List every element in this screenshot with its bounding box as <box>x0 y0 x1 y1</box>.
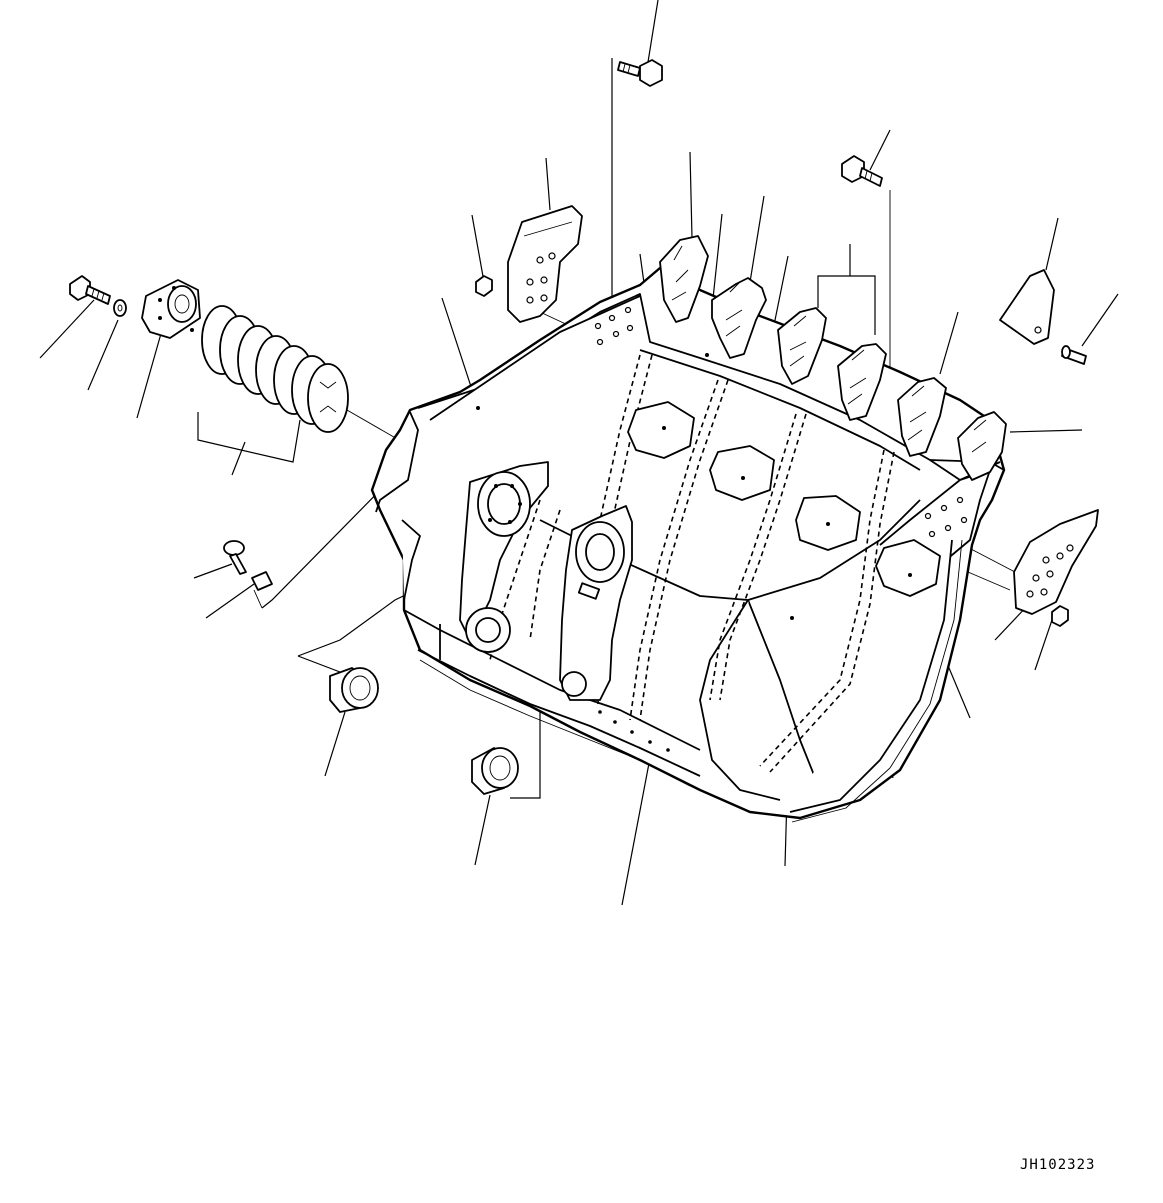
bolt-top <box>617 59 663 87</box>
shim-spacer-icon <box>201 305 349 433</box>
nut-icon <box>475 275 493 297</box>
bolt-icon <box>617 59 663 87</box>
side-cutter-right <box>1013 509 1099 615</box>
side-cutter-icon <box>507 205 583 323</box>
washer-icon <box>113 299 127 317</box>
excavator-bucket-icon <box>370 266 1006 823</box>
washer-left <box>113 299 127 317</box>
side-cutter-icon <box>1013 509 1099 615</box>
side-cutter-left <box>507 205 583 323</box>
bolt-icon <box>69 275 111 305</box>
pin-icon <box>223 540 247 575</box>
bolt-icon <box>841 155 883 187</box>
bushing-left <box>329 667 379 713</box>
bushing-icon <box>329 667 379 713</box>
bolt-top-right <box>841 155 883 187</box>
bushing-icon <box>471 747 519 795</box>
side-cutter-icon <box>999 269 1055 345</box>
bucket-tooth-icon <box>659 235 1007 481</box>
pin-icon <box>1061 345 1087 365</box>
shim-stack <box>201 305 349 433</box>
bucket-body <box>370 266 1006 823</box>
side-cutter-right-top <box>999 269 1055 345</box>
teeth-row <box>659 235 1007 481</box>
flange-ring <box>141 279 201 339</box>
nut-right <box>1051 605 1069 627</box>
bushing-bottom <box>471 747 519 795</box>
plate-small <box>251 571 273 591</box>
pin-right <box>1061 345 1087 365</box>
nut-top <box>475 275 493 297</box>
bolt-left <box>69 275 111 305</box>
pin-small <box>223 540 273 591</box>
drawing-id-code: JH102323 <box>1020 1157 1096 1173</box>
nut-icon <box>1051 605 1069 627</box>
